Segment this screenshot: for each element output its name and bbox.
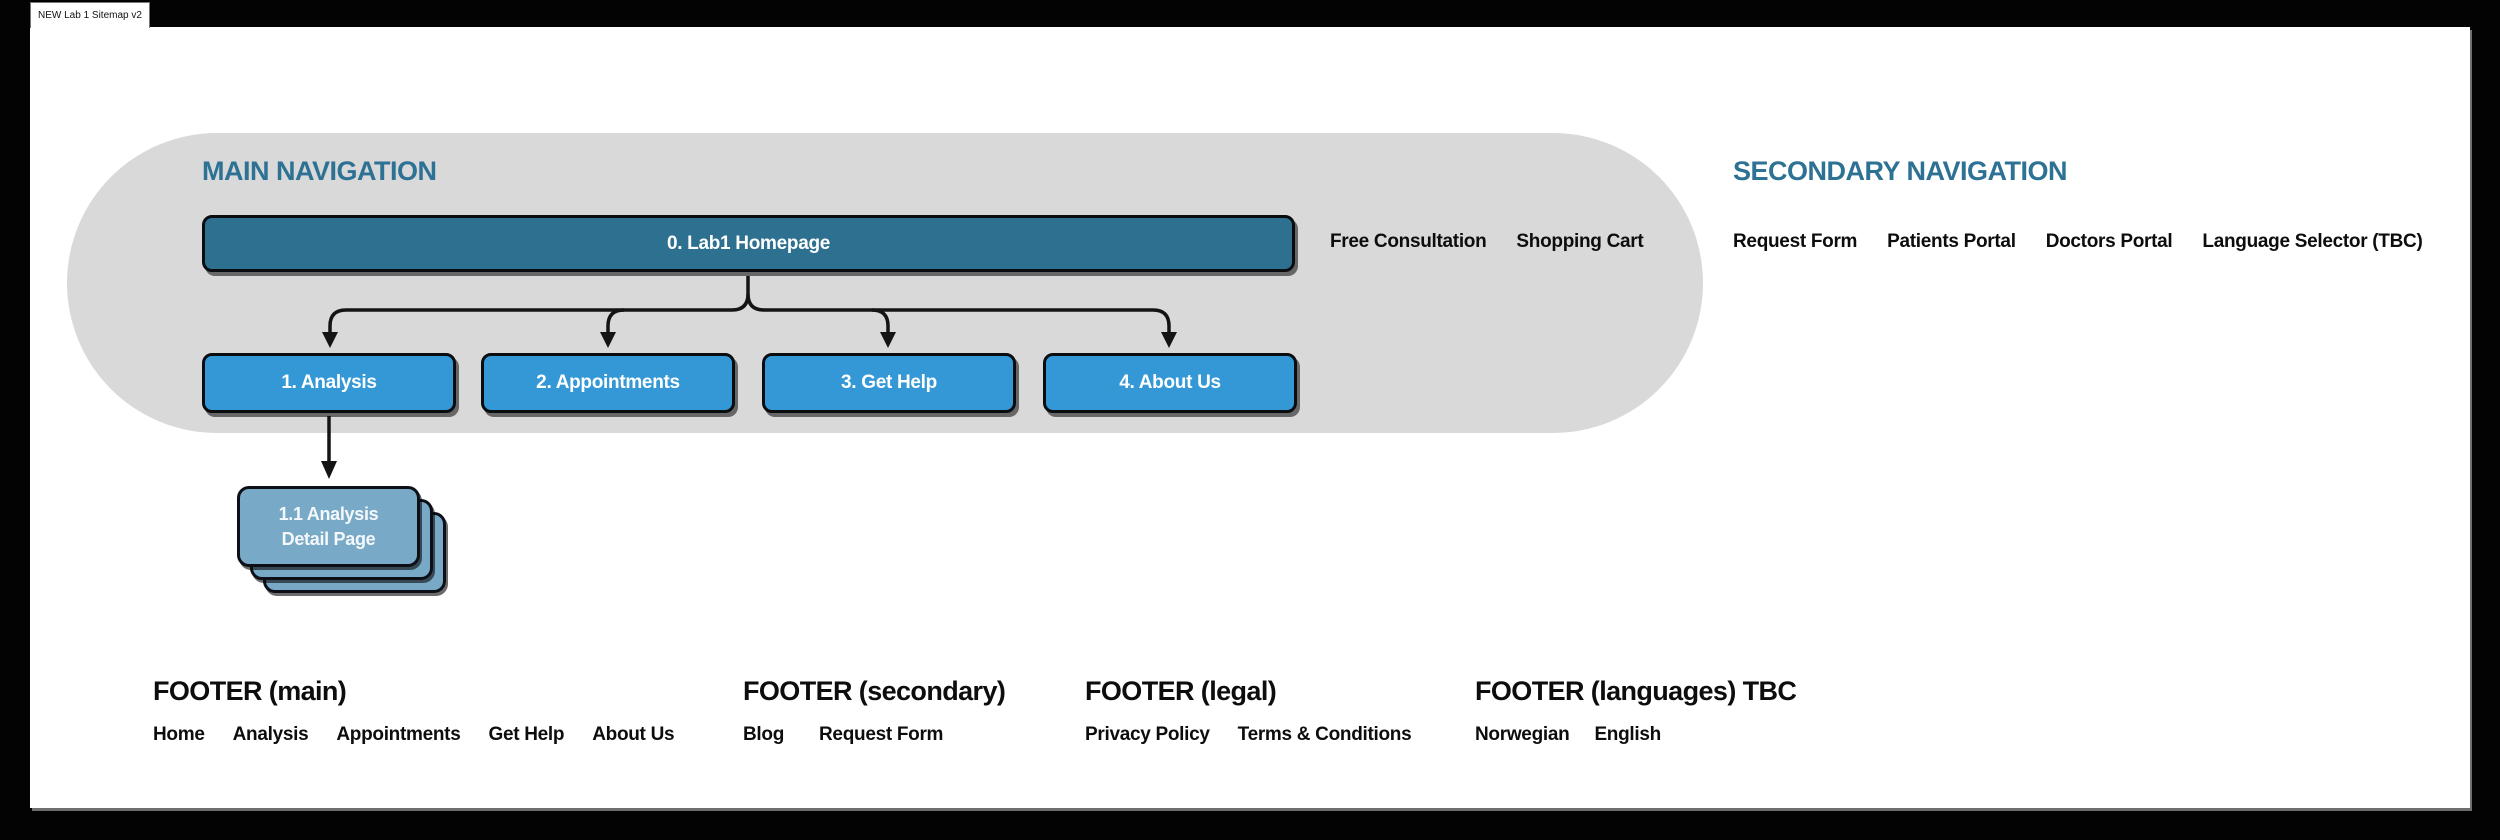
- footer-link-request-form[interactable]: Request Form: [819, 724, 944, 745]
- secondary-navigation-title: SECONDARY NAVIGATION: [1733, 156, 2068, 186]
- detail-page-label-line1: 1.1 Analysis: [278, 504, 379, 525]
- node-about-us-label: 4. About Us: [1119, 372, 1221, 393]
- node-get-help[interactable]: 3. Get Help: [762, 353, 1016, 413]
- footer-secondary-items: Blog Request Form: [743, 724, 943, 746]
- link-patients-portal[interactable]: Patients Portal: [1887, 231, 2016, 252]
- utility-links-row: Free Consultation Shopping Cart: [1330, 231, 1644, 253]
- node-appointments[interactable]: 2. Appointments: [481, 353, 735, 413]
- footer-link-terms-conditions[interactable]: Terms & Conditions: [1237, 724, 1412, 745]
- footer-link-get-help[interactable]: Get Help: [488, 724, 565, 745]
- file-tab[interactable]: NEW Lab 1 Sitemap v2: [30, 2, 150, 28]
- file-tab-title: NEW Lab 1 Sitemap v2: [38, 10, 142, 21]
- link-shopping-cart[interactable]: Shopping Cart: [1516, 231, 1644, 252]
- link-doctors-portal[interactable]: Doctors Portal: [2045, 231, 2173, 252]
- footer-link-analysis[interactable]: Analysis: [232, 724, 309, 745]
- detail-page-label-line2: Detail Page: [281, 528, 376, 549]
- footer-secondary-title: FOOTER (secondary): [743, 676, 1006, 706]
- node-analysis-detail-page[interactable]: 1.1 Analysis Detail Page: [237, 486, 420, 567]
- footer-link-about-us[interactable]: About Us: [592, 724, 675, 745]
- footer-legal-title: FOOTER (legal): [1085, 676, 1277, 706]
- footer-link-norwegian[interactable]: Norwegian: [1475, 724, 1570, 745]
- node-homepage[interactable]: 0. Lab1 Homepage: [202, 215, 1295, 272]
- footer-main-title: FOOTER (main): [153, 676, 347, 706]
- node-homepage-label: 0. Lab1 Homepage: [666, 232, 831, 254]
- link-free-consultation[interactable]: Free Consultation: [1330, 231, 1487, 252]
- node-appointments-label: 2. Appointments: [536, 372, 680, 393]
- link-language-selector[interactable]: Language Selector (TBC): [2202, 231, 2423, 252]
- node-analysis[interactable]: 1. Analysis: [202, 353, 456, 413]
- footer-languages-title: FOOTER (languages) TBC: [1475, 676, 1797, 706]
- footer-languages-items: Norwegian English: [1475, 724, 1661, 746]
- footer-link-privacy-policy[interactable]: Privacy Policy: [1085, 724, 1210, 745]
- node-about-us[interactable]: 4. About Us: [1043, 353, 1297, 413]
- node-analysis-label: 1. Analysis: [281, 372, 377, 393]
- node-get-help-label: 3. Get Help: [841, 372, 937, 393]
- footer-link-english[interactable]: English: [1594, 724, 1661, 745]
- footer-main-items: Home Analysis Appointments Get Help Abou…: [153, 724, 675, 746]
- footer-link-appointments[interactable]: Appointments: [336, 724, 461, 745]
- main-navigation-title: MAIN NAVIGATION: [202, 156, 437, 186]
- secondary-navigation-row: Request Form Patients Portal Doctors Por…: [1733, 231, 2423, 253]
- footer-link-home[interactable]: Home: [153, 724, 205, 745]
- footer-link-blog[interactable]: Blog: [743, 724, 785, 745]
- footer-legal-items: Privacy Policy Terms & Conditions: [1085, 724, 1412, 746]
- link-request-form[interactable]: Request Form: [1733, 231, 1858, 252]
